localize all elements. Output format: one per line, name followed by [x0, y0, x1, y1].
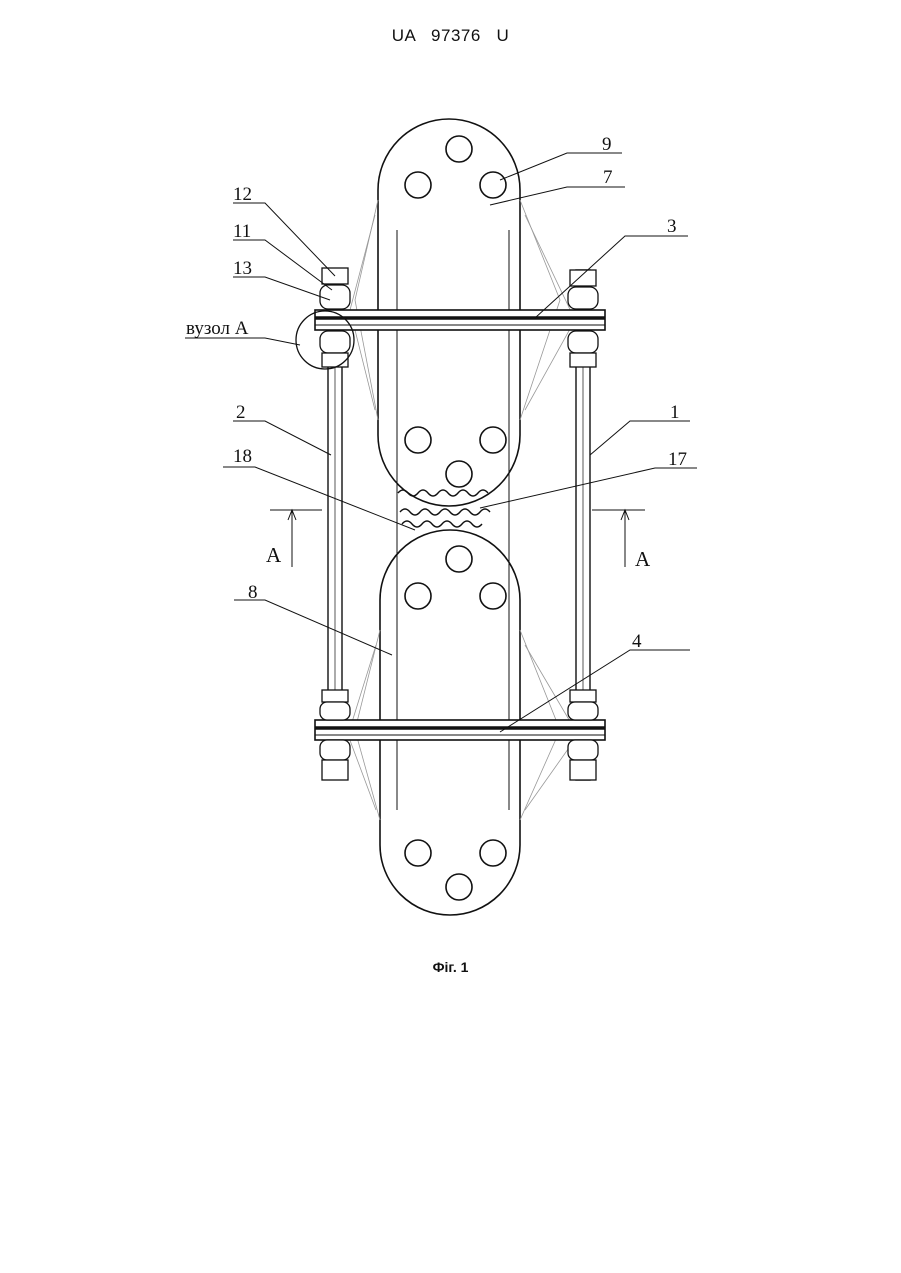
label-11: 11 — [233, 221, 251, 242]
spherical-washer — [568, 331, 598, 353]
figure-caption: Фіг. 1 — [0, 959, 901, 975]
hole — [480, 583, 506, 609]
label-17: 17 — [668, 449, 687, 470]
section-label-right: А — [635, 547, 651, 571]
hole — [480, 172, 506, 198]
nut — [570, 760, 596, 780]
lower-crossbar — [315, 720, 605, 740]
hole — [405, 172, 431, 198]
nut — [322, 353, 348, 367]
hole — [480, 427, 506, 453]
hole — [446, 874, 472, 900]
label-2: 2 — [236, 402, 246, 423]
hole — [480, 840, 506, 866]
hole — [405, 427, 431, 453]
spherical-washer — [320, 285, 350, 309]
label-4: 4 — [632, 631, 642, 652]
label-18: 18 — [233, 446, 252, 467]
spherical-washer — [320, 331, 350, 353]
label-13: 13 — [233, 258, 252, 279]
crack-lines — [398, 490, 490, 527]
hole — [446, 546, 472, 572]
hole — [405, 583, 431, 609]
nut — [322, 690, 348, 702]
spherical-washer — [320, 702, 350, 720]
label-7: 7 — [603, 167, 613, 188]
hole — [446, 461, 472, 487]
nut — [570, 270, 596, 286]
spherical-washer — [568, 702, 598, 720]
label-node-a: вузол А — [186, 318, 249, 339]
spherical-washer — [568, 287, 598, 309]
label-9: 9 — [602, 134, 612, 155]
nut — [322, 760, 348, 780]
spherical-washer — [320, 740, 350, 760]
label-8: 8 — [248, 582, 258, 603]
section-label-left: А — [266, 543, 282, 567]
nut — [570, 353, 596, 367]
label-12: 12 — [233, 184, 252, 205]
label-3: 3 — [667, 216, 677, 237]
label-1: 1 — [670, 402, 680, 423]
hole — [405, 840, 431, 866]
upper-crossbar — [315, 310, 605, 330]
spherical-washer — [568, 740, 598, 760]
hole — [446, 136, 472, 162]
nut — [570, 690, 596, 702]
